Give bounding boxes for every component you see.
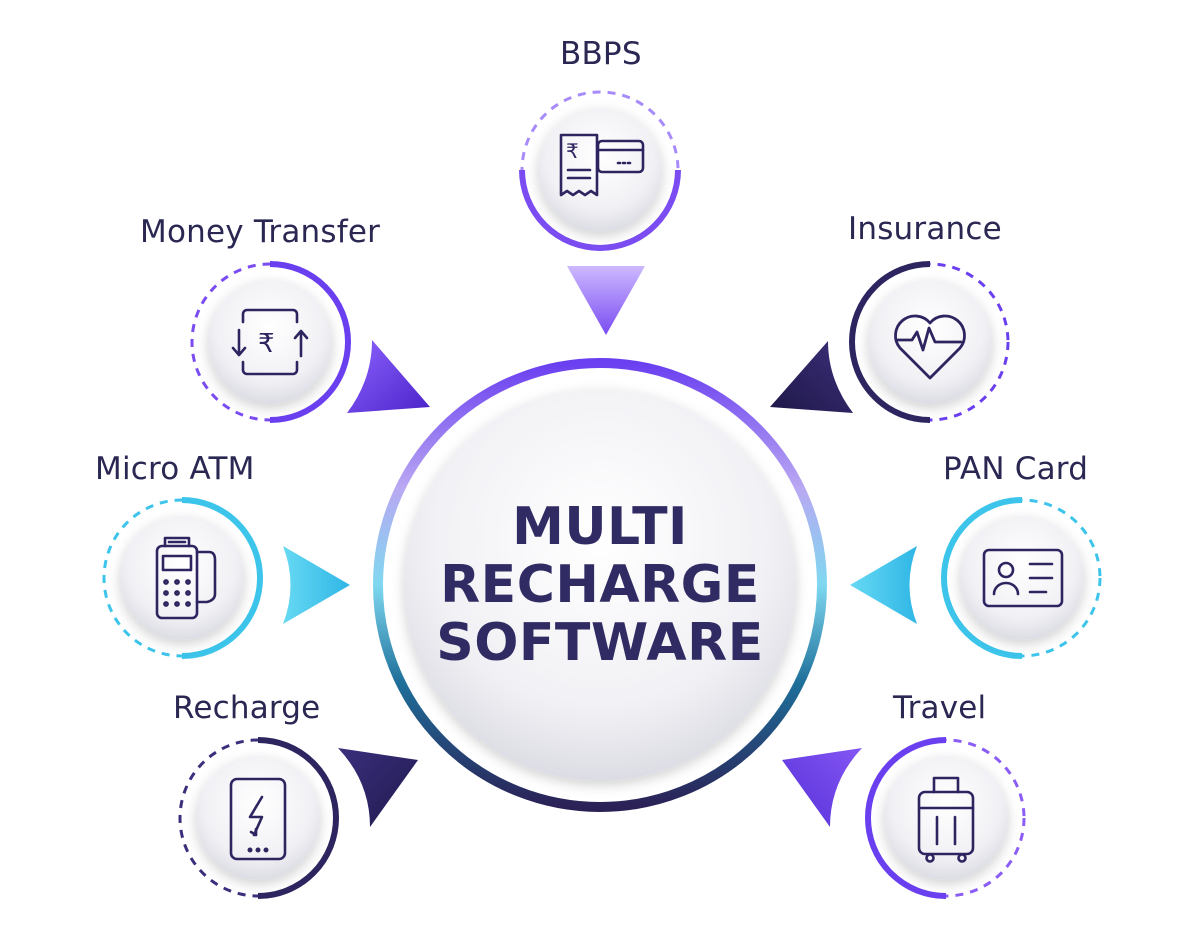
node-ring-arc	[849, 261, 931, 423]
pointer-pan-card	[850, 546, 917, 624]
pointer-money-transfer	[347, 340, 430, 413]
hub-disc	[404, 389, 796, 781]
node-label-micro-atm: Micro ATM	[95, 451, 255, 487]
node-recharge[interactable]	[178, 737, 339, 899]
phone-lightning-icon	[229, 777, 287, 861]
svg-text:₹: ₹	[566, 139, 579, 163]
node-insurance[interactable]	[849, 261, 1010, 423]
node-ring-arc	[519, 169, 681, 251]
node-micro-atm[interactable]	[102, 497, 263, 659]
node-ring-arc	[269, 261, 351, 423]
hub-title-line-1: MULTI	[512, 497, 688, 557]
pointer-recharge	[338, 748, 418, 827]
bill-card-icon: ₹	[559, 133, 645, 197]
node-label-bbps: BBPS	[560, 36, 642, 72]
hub-title-line-3: SOFTWARE	[436, 613, 764, 673]
node-label-money-transfer: Money Transfer	[140, 214, 381, 250]
hub-ring	[373, 358, 827, 812]
pointer-bbps	[567, 266, 645, 335]
node-label-travel: Travel	[893, 690, 987, 726]
hub-title: MULTI RECHARGE SOFTWARE	[400, 498, 800, 672]
node-label-insurance: Insurance	[848, 211, 1002, 247]
node-bbps[interactable]: ₹	[519, 90, 681, 251]
node-ring-arc	[257, 737, 339, 899]
central-hub	[373, 358, 827, 812]
pointer-travel	[782, 748, 862, 827]
node-ring-arc	[865, 737, 947, 899]
pointer-micro-atm	[283, 546, 350, 624]
node-money-transfer[interactable]: ₹	[190, 261, 351, 423]
node-pan-card[interactable]	[941, 497, 1102, 659]
pos-terminal-icon	[155, 536, 217, 620]
svg-text:₹: ₹	[258, 329, 275, 359]
hub-title-line-2: RECHARGE	[440, 555, 760, 615]
id-card-icon	[982, 548, 1064, 608]
node-label-pan-card: PAN Card	[943, 451, 1089, 487]
rupee-transfer-icon: ₹	[231, 308, 309, 376]
node-ring-arc	[181, 497, 263, 659]
suitcase-icon	[917, 776, 975, 863]
heart-pulse-icon	[894, 314, 966, 380]
node-label-recharge: Recharge	[173, 690, 321, 726]
pointer-insurance	[770, 341, 853, 413]
node-ring-arc	[941, 497, 1023, 659]
node-travel[interactable]	[865, 737, 1026, 899]
